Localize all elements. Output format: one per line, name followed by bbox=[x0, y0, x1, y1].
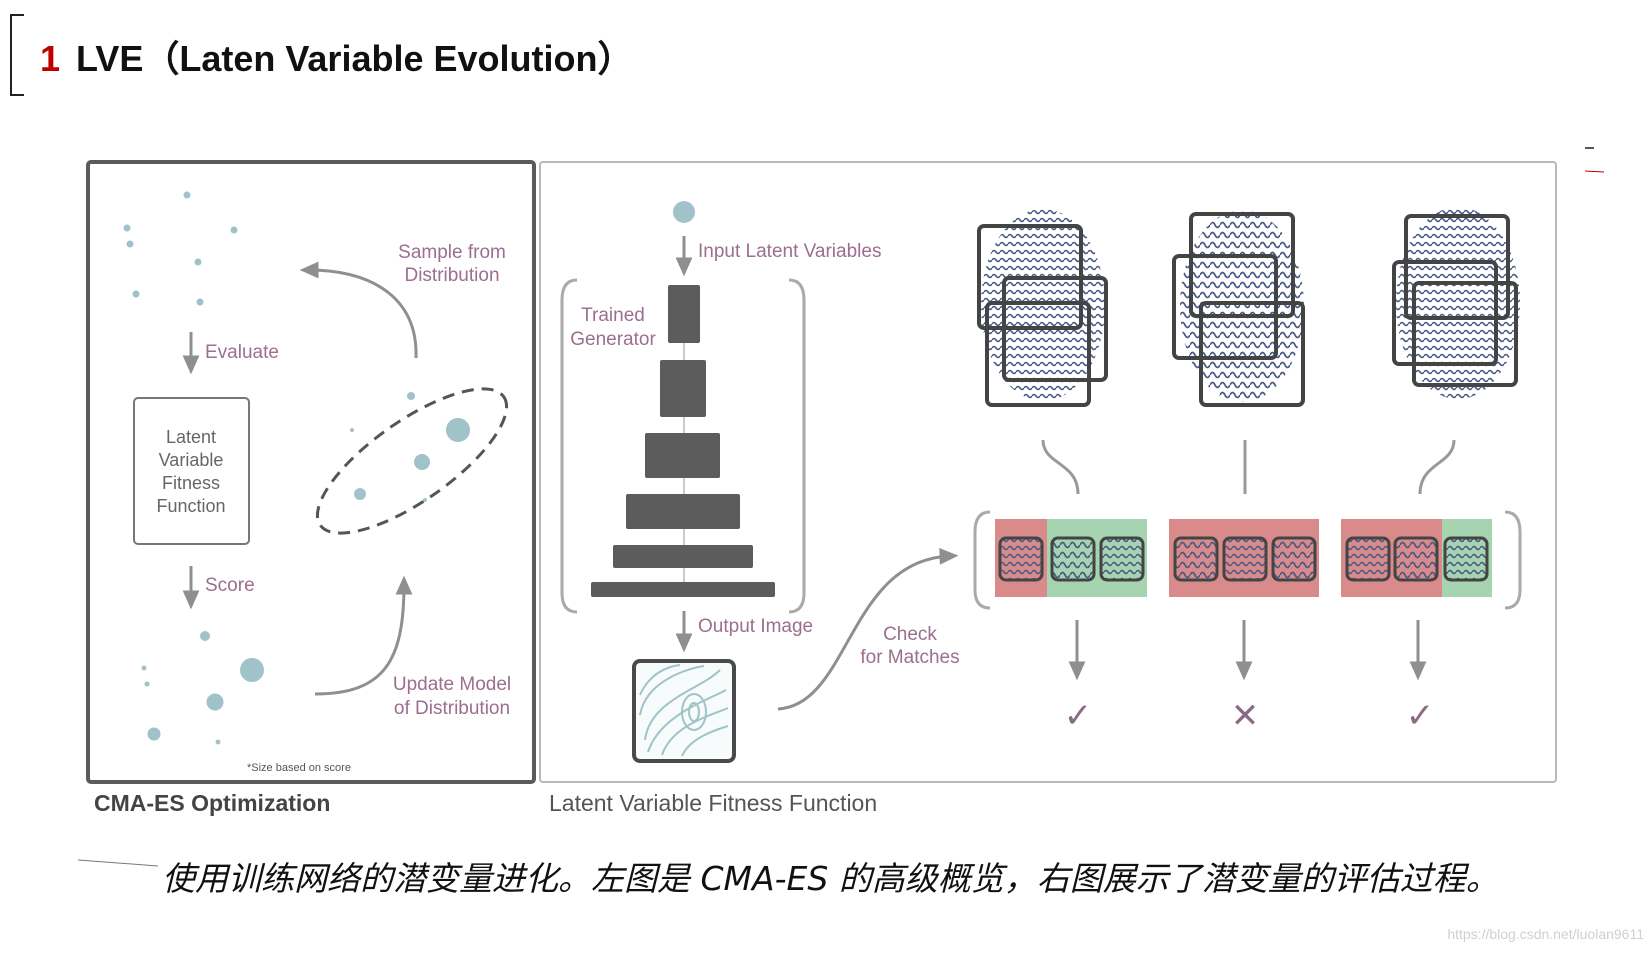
sample-arrow bbox=[299, 261, 418, 359]
update-line-2: of Distribution bbox=[394, 698, 510, 719]
sample-line-2: Distribution bbox=[404, 265, 499, 286]
generated-fingerprint-image bbox=[632, 659, 736, 763]
generator-line-2: Generator bbox=[570, 329, 656, 350]
result-check-1-icon: ✓ bbox=[1064, 697, 1093, 735]
check-arrow bbox=[777, 548, 959, 711]
match-strip-3 bbox=[1341, 519, 1492, 597]
output-label: Output Image bbox=[698, 616, 813, 637]
fitness-line-3: Fitness bbox=[162, 473, 220, 493]
matches-bracket-left bbox=[973, 510, 991, 610]
matches-bracket-right bbox=[1504, 510, 1522, 610]
slide-title: 1 LVE（Laten Variable Evolution） bbox=[40, 30, 633, 82]
slide-title-text: LVE（Laten Variable Evolution） bbox=[76, 38, 634, 79]
input-label: Input Latent Variables bbox=[698, 241, 881, 262]
caption-rule bbox=[77, 859, 159, 867]
update-line-1: Update Model bbox=[393, 674, 511, 695]
generator-bracket-left bbox=[560, 278, 578, 614]
input-latent-dot bbox=[673, 201, 695, 223]
evaluate-label: Evaluate bbox=[205, 342, 279, 363]
figure-caption: 使用训练网络的潜变量进化。左图是 CMA-ES 的高级概览，右图展示了潜变量的评… bbox=[162, 859, 1499, 898]
fingerprint-2 bbox=[1172, 210, 1305, 407]
fitness-line-4: Function bbox=[156, 496, 225, 516]
footnote: *Size based on score bbox=[247, 762, 351, 774]
top-samples bbox=[123, 191, 238, 306]
scored-samples bbox=[141, 631, 264, 745]
cma-es-label: CMA-ES Optimization bbox=[94, 790, 331, 816]
fitness-line-1: Latent bbox=[166, 427, 216, 447]
score-label: Score bbox=[205, 575, 255, 596]
result-cross-icon: ✕ bbox=[1231, 697, 1260, 735]
generator-line-1: Trained bbox=[581, 305, 645, 326]
watermark: https://blog.csdn.net/luolan9611 bbox=[1447, 926, 1644, 942]
generator-network bbox=[591, 285, 775, 597]
title-bracket bbox=[10, 14, 24, 96]
match-strip-1 bbox=[995, 519, 1147, 597]
fitness-function-label: Latent Variable Fitness Function bbox=[549, 790, 878, 816]
match-strip-2 bbox=[1169, 519, 1319, 597]
sample-line-1: Sample from bbox=[398, 242, 506, 263]
fingerprint-1 bbox=[977, 209, 1108, 407]
update-arrow bbox=[314, 575, 413, 696]
generator-bracket-right bbox=[788, 278, 806, 614]
edge-mark-red bbox=[1584, 170, 1605, 173]
result-check-2-icon: ✓ bbox=[1406, 697, 1435, 735]
fingerprint-3 bbox=[1392, 207, 1520, 399]
cma-es-panel bbox=[86, 160, 536, 784]
check-line-1: Check bbox=[883, 624, 937, 645]
distribution-samples bbox=[350, 392, 470, 502]
slide-number: 1 bbox=[40, 38, 61, 79]
check-line-2: for Matches bbox=[860, 647, 959, 668]
fitness-box bbox=[133, 397, 250, 545]
fitness-line-2: Variable bbox=[159, 450, 224, 470]
distribution-ellipse bbox=[315, 387, 509, 535]
connector-1 bbox=[1041, 439, 1080, 495]
connector-3 bbox=[1418, 439, 1456, 495]
